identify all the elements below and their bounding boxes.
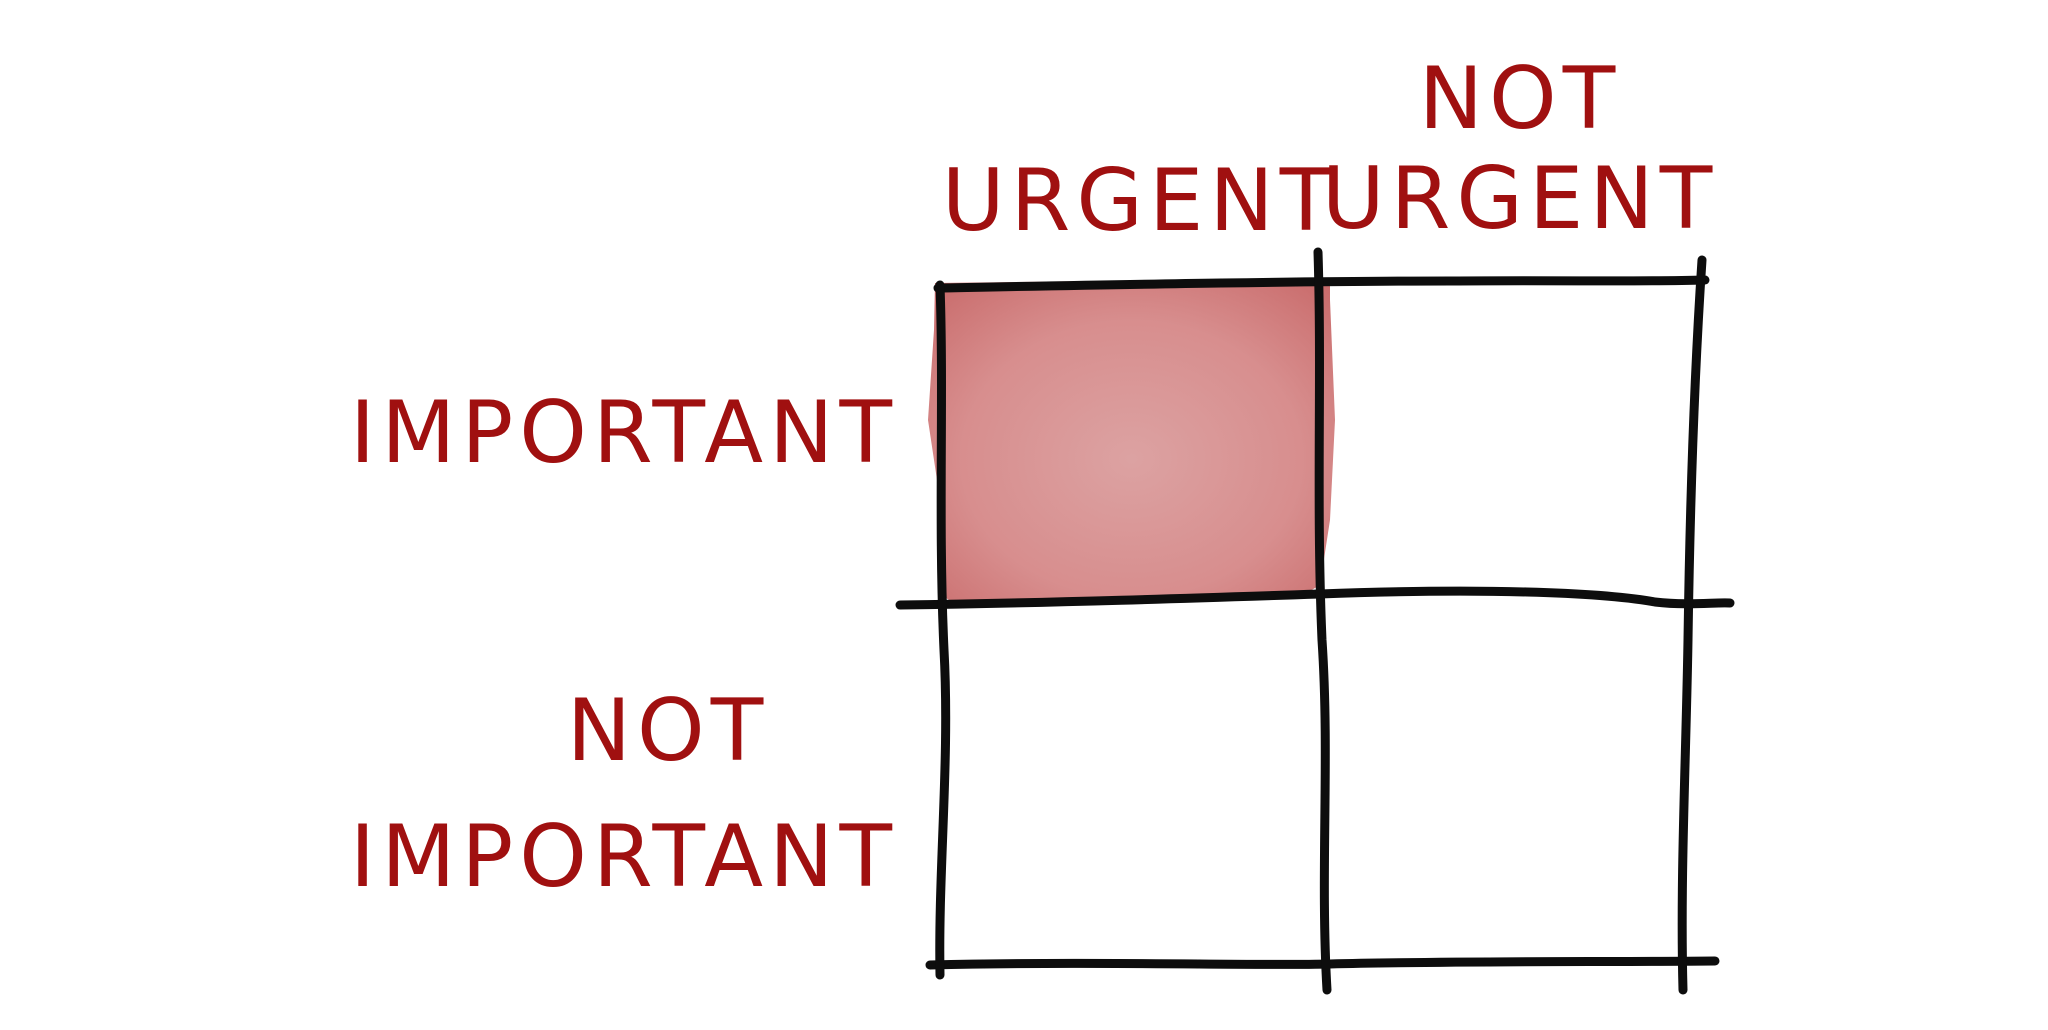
- row-label-not-important-line1: NOT: [567, 681, 770, 781]
- grid-line-top: [933, 275, 1710, 293]
- urgent-important-highlight: [928, 278, 1335, 607]
- grid-line-right: [1677, 255, 1707, 995]
- row-label-important: IMPORTANT: [350, 383, 898, 483]
- column-label-urgent: URGENT: [942, 151, 1339, 251]
- column-label-not-urgent-line1: NOT: [1419, 49, 1622, 149]
- grid-line-middle: [895, 586, 1735, 610]
- row-label-not-important-line2: IMPORTANT: [350, 807, 898, 907]
- grid-line-left: [935, 280, 951, 980]
- matrix-grid: [895, 247, 1735, 995]
- column-label-not-urgent-line2: URGENT: [1322, 149, 1719, 249]
- grid-line-center: [1313, 247, 1332, 995]
